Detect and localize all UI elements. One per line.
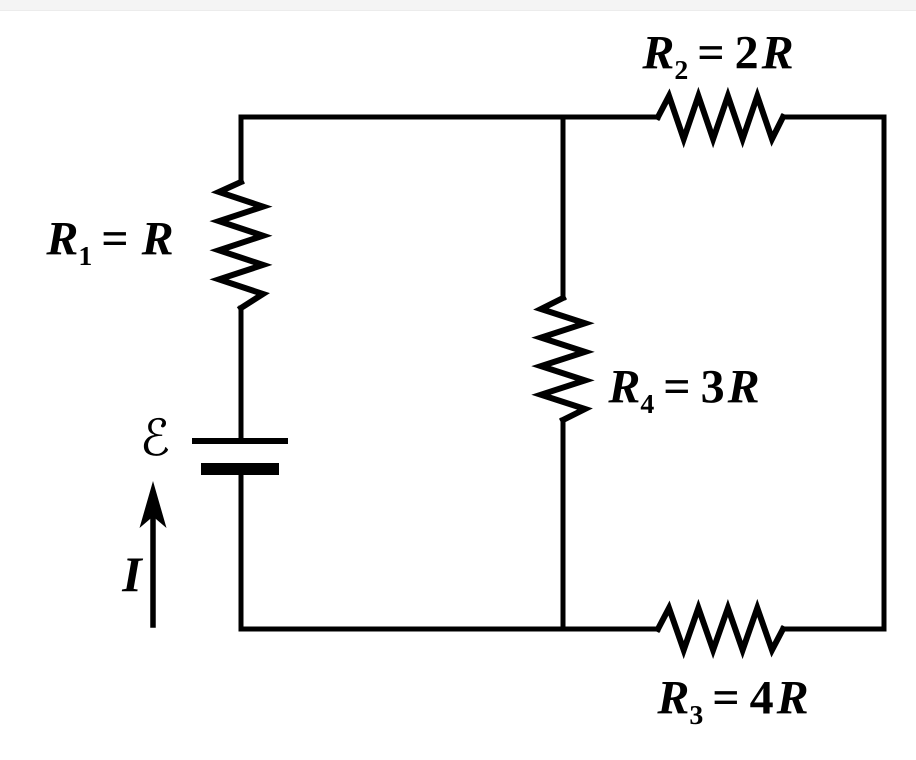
- r2-equals: =: [697, 26, 725, 80]
- label-r4: R4=3R: [608, 360, 760, 420]
- r3-symbol: R: [657, 671, 690, 725]
- resistor-r1-symbol: [209, 178, 273, 313]
- r4-subscript: 4: [640, 388, 655, 420]
- r2-symbol: R: [642, 26, 675, 80]
- current-arrow-icon: [139, 481, 167, 628]
- resistor-r2-symbol: [653, 86, 788, 149]
- label-r3: R3=4R: [657, 671, 809, 731]
- wire-left-top-and-top-left: [238, 114, 661, 185]
- r1-unit: R: [141, 212, 174, 266]
- battery-symbol: [192, 438, 288, 475]
- label-emf: ℰ: [140, 413, 170, 463]
- r4-coefficient: 3: [700, 360, 725, 414]
- r3-coefficient: 4: [749, 671, 774, 725]
- r3-equals: =: [712, 671, 740, 725]
- r4-unit: R: [727, 360, 760, 414]
- r4-equals: =: [663, 360, 691, 414]
- current-arrow-head: [139, 481, 167, 528]
- r3-subscript: 3: [689, 699, 704, 731]
- label-current: I: [122, 549, 141, 599]
- r2-subscript: 2: [674, 54, 689, 86]
- r3-unit: R: [776, 671, 809, 725]
- label-r1: R1=R: [46, 212, 174, 272]
- resistor-r3-symbol: [653, 598, 788, 660]
- r2-coefficient: 2: [734, 26, 759, 80]
- label-r2: R2=2R: [642, 26, 794, 86]
- r1-subscript: 1: [78, 240, 93, 272]
- resistor-r4-symbol: [531, 293, 595, 425]
- r1-equals: =: [101, 212, 129, 266]
- wire-left-bottom-and-bottom: [238, 472, 661, 632]
- current-symbol: I: [122, 546, 142, 602]
- r4-symbol: R: [608, 360, 641, 414]
- wire-top-right-and-right-side: [780, 114, 887, 632]
- emf-symbol: ℰ: [139, 409, 171, 467]
- r1-symbol: R: [46, 212, 79, 266]
- top-bar: [0, 0, 916, 11]
- r2-unit: R: [761, 26, 794, 80]
